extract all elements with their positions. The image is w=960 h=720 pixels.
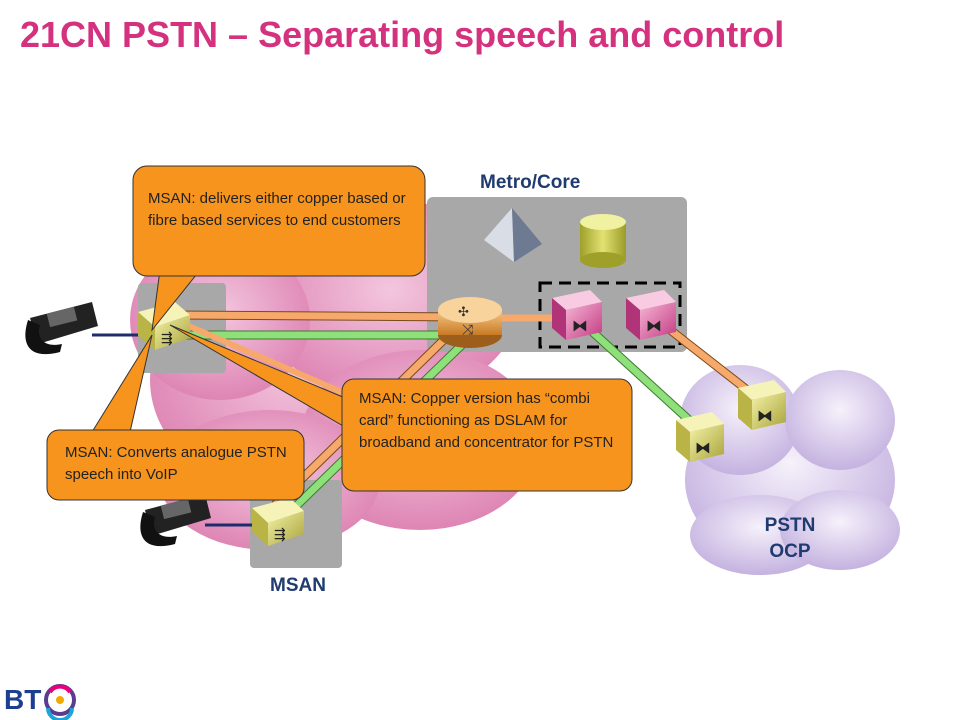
softswitch-icon: ⧓ xyxy=(626,290,676,340)
callout-converts xyxy=(46,334,305,501)
slide-title: 21CN PSTN – Separating speech and contro… xyxy=(20,14,785,55)
ocp-label: OCP xyxy=(769,541,811,562)
callout-copper xyxy=(169,324,633,492)
svg-text:⧓: ⧓ xyxy=(646,316,662,335)
metro-core-label: Metro/Core xyxy=(480,172,581,193)
bt-logo-globe xyxy=(44,684,76,720)
svg-text:⧓: ⧓ xyxy=(695,438,711,457)
callout-converts-text: MSAN: Converts analogue PSTN speech into… xyxy=(65,444,287,483)
svg-text:⤨: ⤨ xyxy=(462,322,474,338)
pstn-switch-icon: ⧓ xyxy=(676,412,724,462)
telephone-icon xyxy=(140,494,211,547)
msan-node-icon: ⇶ xyxy=(252,498,304,546)
pyramid-server-icon xyxy=(484,208,542,262)
softswitch-icon: ⧓ xyxy=(552,290,602,340)
router-icon: ✣ ⤨ xyxy=(438,297,502,348)
svg-text:⇶: ⇶ xyxy=(274,527,286,543)
callout-copper-text: MSAN: Copper version has “combi card” fu… xyxy=(359,390,614,451)
pstn-switch-icon: ⧓ xyxy=(738,380,786,430)
svg-text:⧓: ⧓ xyxy=(572,316,588,335)
database-icon xyxy=(580,214,626,268)
svg-text:⧓: ⧓ xyxy=(757,406,773,425)
telephone-icon xyxy=(25,302,98,355)
svg-text:✣: ✣ xyxy=(458,305,469,320)
msan-label: MSAN xyxy=(270,575,326,596)
callout-delivers xyxy=(132,165,426,332)
bt-logo-text: BT xyxy=(4,684,42,715)
pstn-label: PSTN xyxy=(764,515,816,536)
svg-text:⇶: ⇶ xyxy=(161,331,173,347)
callout-delivers-text: MSAN: delivers either copper based or fi… xyxy=(148,190,406,229)
network-links xyxy=(173,310,763,516)
